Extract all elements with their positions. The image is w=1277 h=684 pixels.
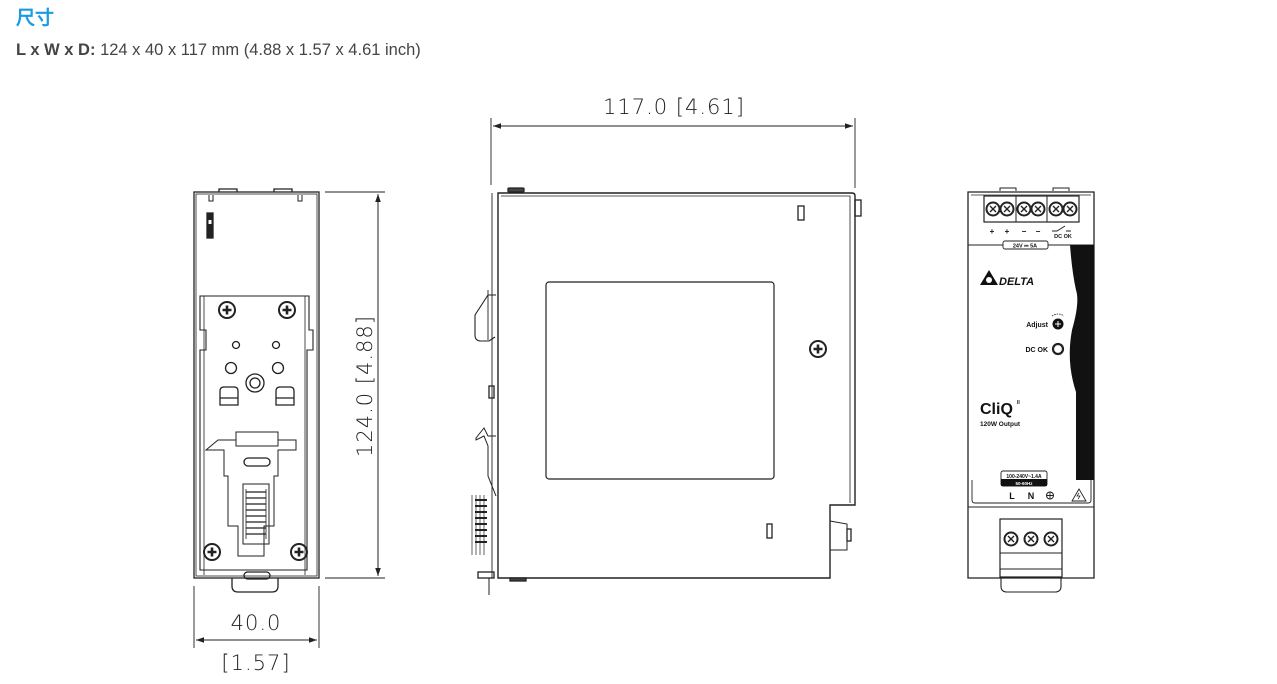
terminal-label: − <box>1022 227 1027 236</box>
side-view: 117.0 [4.61] <box>471 95 862 595</box>
input-frequency-label: 50-60Hz <box>1015 481 1033 486</box>
terminal-label-n: N <box>1028 491 1035 501</box>
mounting-screw-icon <box>202 542 222 562</box>
mounting-screw-icon <box>277 300 297 320</box>
terminal-screw-icon <box>1043 531 1059 547</box>
terminal-screw-icon <box>1016 201 1032 217</box>
width-dimension-inch: [1.57] <box>221 651 290 675</box>
front-view: 124.0 [4.88] 40.0 [1.57] <box>193 188 385 675</box>
dimensions-label: L x W x D: <box>16 41 96 59</box>
brand-label: DELTA <box>999 276 1034 288</box>
series-mark: II <box>1017 400 1020 406</box>
input-rating-label: 100-240V~1.4A <box>1006 474 1042 480</box>
label-area <box>545 281 775 480</box>
dimensions-summary: L x W x D: 124 x 40 x 117 mm (4.88 x 1.5… <box>16 40 421 60</box>
depth-dimension: 117.0 [4.61] <box>603 95 745 119</box>
indicator-slot <box>797 205 805 221</box>
terminal-label: − <box>1036 227 1041 236</box>
side-screw-icon <box>808 339 828 359</box>
dc-ok-led-label: DC OK <box>1025 347 1048 354</box>
warning-triangle-icon <box>1071 488 1087 502</box>
terminal-screw-icon <box>1003 531 1019 547</box>
output-power-label: 120W Output <box>980 421 1021 428</box>
dimensions-value: 124 x 40 x 117 mm (4.88 x 1.57 x 4.61 in… <box>100 41 421 59</box>
decorative-swoosh <box>1069 245 1094 480</box>
height-dimension: 124.0 [4.88] <box>353 315 377 457</box>
dc-ok-led-icon <box>1051 342 1065 356</box>
dc-ok-contact-label: DC OK <box>1054 234 1072 240</box>
terminal-screw-icon <box>1048 201 1064 217</box>
mounting-screw-icon <box>217 300 237 320</box>
output-rating-label: 24V ⎓ 5A <box>1013 244 1037 250</box>
width-dimension-mm: 40.0 <box>231 611 282 635</box>
terminal-screw-icon <box>1030 201 1046 217</box>
terminal-label: + <box>990 227 995 236</box>
terminal-screw-icon <box>999 201 1015 217</box>
terminal-screw-icon <box>985 201 1001 217</box>
terminal-label-l: L <box>1009 491 1015 501</box>
terminal-screw-icon <box>1023 531 1039 547</box>
section-title: 尺寸 <box>16 8 55 29</box>
ground-icon <box>1046 491 1054 500</box>
label-view: + + − − DC OK 24V ⎓ 5A DELTA Adjust DC O… <box>967 187 1095 593</box>
delta-logo-icon <box>980 270 998 285</box>
series-logo: CliQ <box>980 401 1013 418</box>
terminal-label: + <box>1005 227 1010 236</box>
adjust-label: Adjust <box>1026 322 1048 329</box>
terminal-screw-icon <box>1062 201 1078 217</box>
